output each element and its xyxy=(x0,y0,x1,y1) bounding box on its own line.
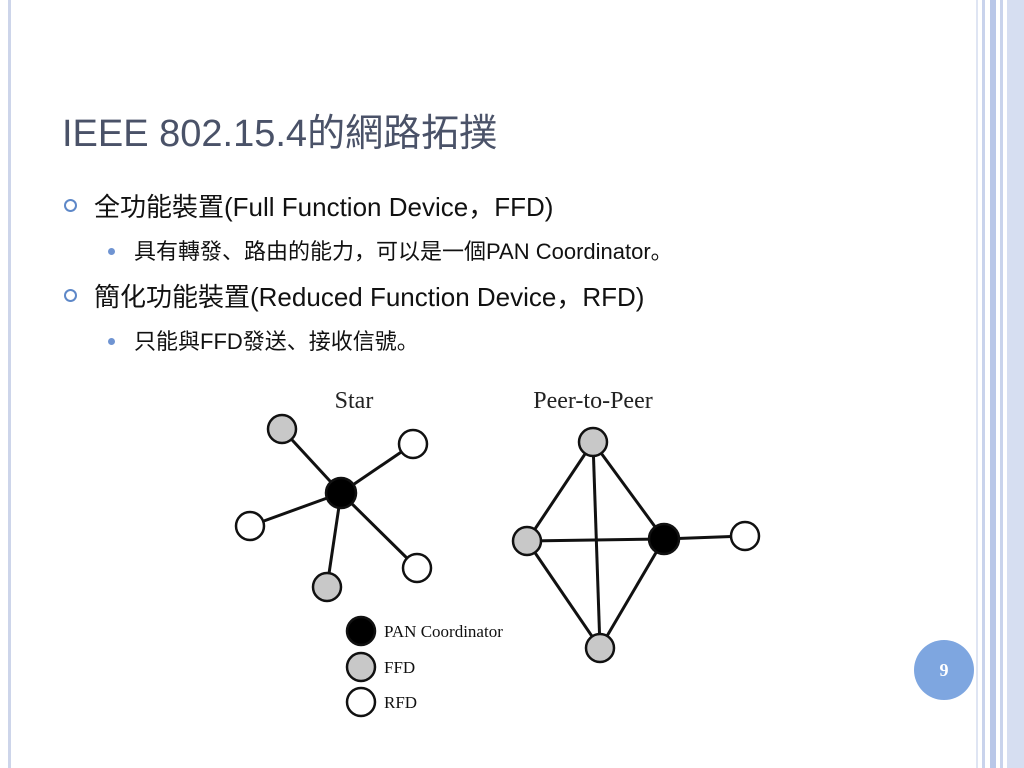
legend-ffd-label: FFD xyxy=(384,658,415,677)
right-border-rules xyxy=(976,0,1024,768)
sub-bullet-rfd-text: 只能與FFD發送、接收信號。 xyxy=(134,329,419,354)
star-label: Star xyxy=(335,388,374,414)
star-nodes xyxy=(234,413,433,603)
pan-coordinator-node xyxy=(324,476,358,510)
star-link xyxy=(339,491,419,570)
legend: PAN Coordinator FFD RFD xyxy=(345,615,503,718)
ffd-node xyxy=(577,426,609,458)
sub-bullet-rfd: 只能與FFD發送、接收信號。 xyxy=(64,320,944,364)
rfd-node xyxy=(729,520,761,552)
bullet-rfd-text: 簡化功能裝置(Reduced Function Device，RFD) xyxy=(94,282,645,312)
legend-rfd-label: RFD xyxy=(384,693,417,712)
legend-ffd-swatch xyxy=(345,651,377,683)
sub-bullet-ffd: 具有轉發、路由的能力，可以是一個PAN Coordinator。 xyxy=(64,230,944,274)
p2p-label: Peer-to-Peer xyxy=(533,388,652,414)
rfd-node xyxy=(401,552,433,584)
p2p-nodes xyxy=(511,426,761,664)
bullet-dot-icon xyxy=(108,248,115,255)
p2p-link xyxy=(591,441,666,540)
bullet-ring-icon xyxy=(64,289,77,302)
ffd-node xyxy=(584,632,616,664)
p2p-links xyxy=(525,441,746,649)
p2p-link xyxy=(525,441,595,542)
legend-pan-swatch xyxy=(345,615,377,647)
ffd-node xyxy=(266,413,298,445)
bullet-rfd: 簡化功能裝置(Reduced Function Device，RFD) xyxy=(64,274,944,320)
star-links xyxy=(249,427,419,588)
legend-rfd-swatch xyxy=(345,686,377,718)
bullet-ring-icon xyxy=(64,199,77,212)
bullet-dot-icon xyxy=(108,338,115,345)
bullet-ffd-text: 全功能裝置(Full Function Device，FFD) xyxy=(94,192,554,222)
bullet-ffd: 全功能裝置(Full Function Device，FFD) xyxy=(64,184,944,230)
pan-coordinator-node xyxy=(647,522,681,556)
rfd-node xyxy=(234,510,266,542)
p2p-link xyxy=(591,441,602,649)
rfd-node xyxy=(397,428,429,460)
legend-pan-label: PAN Coordinator xyxy=(384,622,503,641)
p2p-link xyxy=(525,540,602,649)
p2p-link xyxy=(526,537,665,543)
left-border-rule xyxy=(8,0,11,768)
page-number-badge: 9 xyxy=(914,640,974,700)
slide-title: IEEE 802.15.4的網路拓撲 xyxy=(62,113,498,155)
sub-bullet-ffd-text: 具有轉發、路由的能力，可以是一個PAN Coordinator。 xyxy=(134,239,673,264)
p2p-link xyxy=(598,538,666,649)
bullet-list: 全功能裝置(Full Function Device，FFD) 具有轉發、路由的… xyxy=(64,184,944,364)
ffd-node xyxy=(511,525,543,557)
ffd-node xyxy=(311,571,343,603)
